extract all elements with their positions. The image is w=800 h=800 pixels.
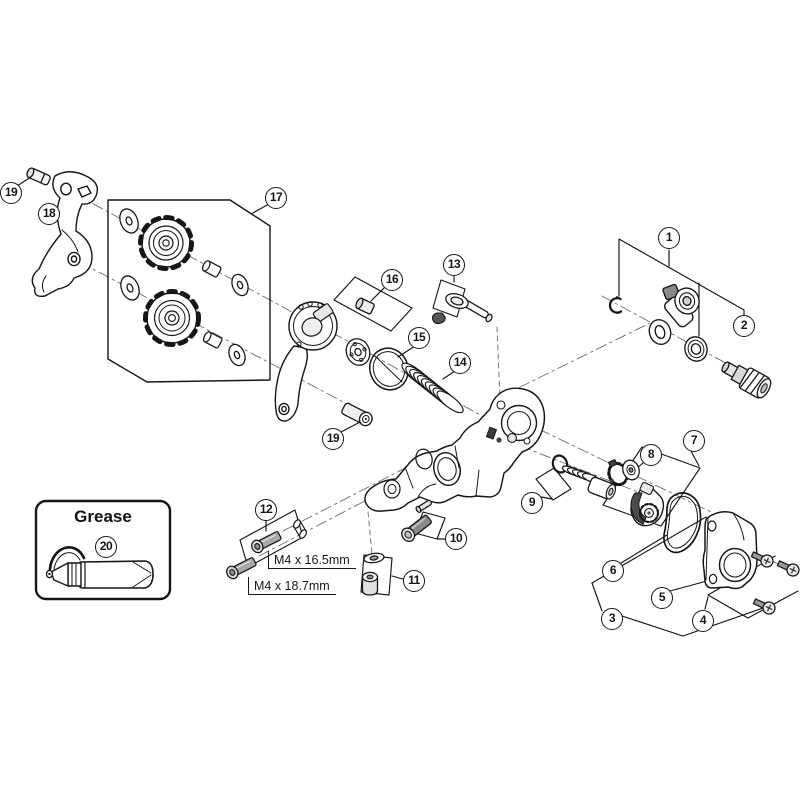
guide-pulley-lower: [143, 289, 201, 347]
callout-10[interactable]: 10: [445, 528, 467, 550]
cable-fixing-bolt-11: [361, 571, 379, 596]
adjust-bolt-10: [401, 514, 432, 542]
leader-lines: [16, 176, 799, 637]
callout-15[interactable]: 15: [408, 327, 430, 349]
callout-17[interactable]: 17: [265, 187, 287, 209]
mounting-bolt-lower-12: [226, 557, 257, 580]
callout-3[interactable]: 3: [601, 608, 623, 630]
snap-ring-1: [608, 296, 623, 314]
derailleur-body: [364, 387, 546, 512]
inner-cage-plate: [274, 301, 338, 422]
callout-2[interactable]: 2: [733, 315, 755, 337]
callout-9[interactable]: 9: [521, 492, 543, 514]
cable-guide-13: [431, 292, 493, 325]
callout-20[interactable]: 20: [95, 536, 117, 558]
callout-5[interactable]: 5: [651, 587, 673, 609]
guide-pulley-upper: [138, 215, 194, 271]
callout-11[interactable]: 11: [403, 570, 425, 592]
outer-cage-plate: [31, 171, 99, 298]
cage-bolt-lower: [341, 402, 373, 427]
callout-16[interactable]: 16: [381, 269, 403, 291]
spring-plunger-9: [561, 465, 617, 500]
callout-18[interactable]: 18: [38, 203, 60, 225]
grease-box-title: Grease: [74, 507, 132, 526]
pulley-washers: [119, 208, 249, 367]
callout-19-lower[interactable]: 19: [322, 428, 344, 450]
callout-19-upper[interactable]: 19: [0, 182, 22, 204]
callout-13[interactable]: 13: [443, 254, 465, 276]
tension-spring-14: [401, 362, 464, 414]
callout-8[interactable]: 8: [640, 444, 662, 466]
plate-bolt-16: [355, 297, 375, 315]
callout-1[interactable]: 1: [658, 227, 680, 249]
stop-pin-10: [415, 499, 432, 513]
cover-screws-4: [750, 551, 800, 615]
callout-7[interactable]: 7: [683, 430, 705, 452]
gasket-6: [663, 492, 702, 554]
bolt-length-label-upper: M4 x 16.5mm: [268, 551, 356, 569]
callout-4[interactable]: 4: [692, 610, 714, 632]
mounting-bolt-upper-12: [251, 531, 282, 554]
cable-fixing-washer-11: [363, 552, 385, 564]
ratchet-unit-8: [607, 458, 640, 487]
bracket-bolt-2: [721, 361, 772, 399]
cover-plate-5: [702, 511, 758, 590]
bracket-axle-unit: [648, 283, 700, 345]
wire-clip-12: [292, 519, 308, 539]
bracket-washer: [684, 336, 708, 362]
seal-ring-15: [369, 347, 409, 391]
pulley-bushings: [201, 260, 223, 349]
bolt-length-label-lower: M4 x 18.7mm: [248, 577, 336, 595]
callout-6[interactable]: 6: [602, 560, 624, 582]
callout-14[interactable]: 14: [449, 352, 471, 374]
cage-bolt-upper: [26, 167, 51, 186]
o-ring-9: [551, 454, 569, 474]
callout-12[interactable]: 12: [255, 499, 277, 521]
grease-tube: [45, 546, 154, 589]
cam-unit-7: [630, 481, 665, 527]
pivot-bearing-disc: [345, 338, 371, 366]
